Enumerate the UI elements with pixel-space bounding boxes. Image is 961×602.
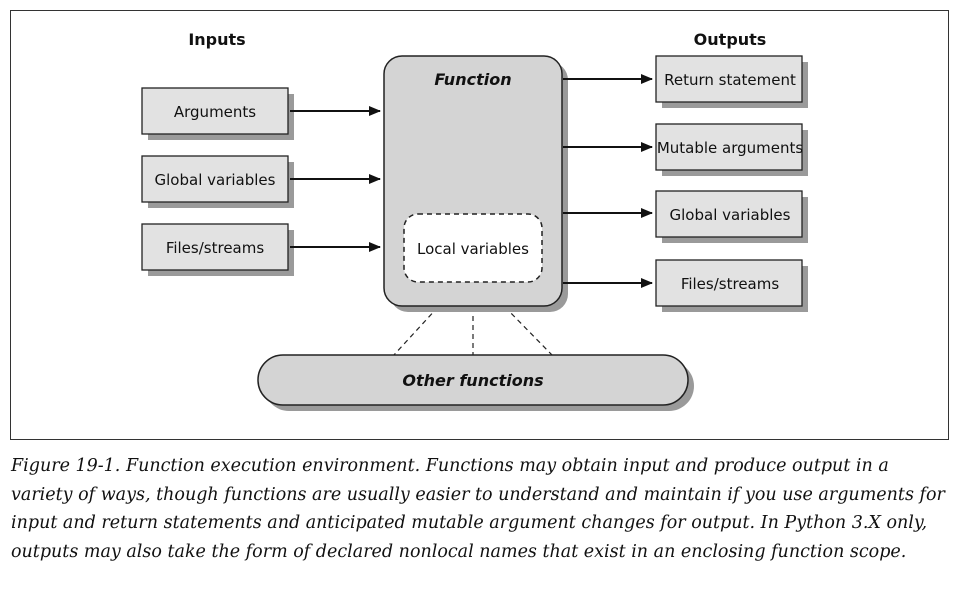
other-functions-box [257, 354, 689, 406]
inputs-heading: Inputs [188, 30, 245, 49]
connector-right [504, 306, 554, 357]
other-functions-label: Other functions [402, 371, 543, 390]
input-label-files-streams: Files/streams [166, 239, 265, 257]
local-variables-label: Local variables [417, 240, 529, 258]
output-label-return-statement: Return statement [664, 71, 796, 89]
output-label-mutable-arguments: Mutable arguments [657, 139, 804, 157]
input-box-global-variables [141, 155, 289, 203]
figure-caption: Figure 19-1. Function execution environm… [11, 456, 945, 562]
input-label-global-variables: Global variables [155, 171, 276, 189]
output-box-files-streams [655, 259, 803, 307]
input-box-files-streams [141, 223, 289, 271]
function-environment-diagram: Inputs Outputs Function Local variables … [141, 30, 808, 411]
input-label-arguments: Arguments [174, 103, 256, 121]
output-box-global-variables [655, 190, 803, 238]
local-variables-box [403, 213, 543, 283]
output-box-mutable-arguments [655, 123, 803, 171]
outputs-heading: Outputs [694, 30, 767, 49]
output-label-global-variables: Global variables [670, 206, 791, 224]
function-title: Function [434, 70, 511, 89]
input-box-arguments [141, 87, 289, 135]
connector-left [392, 306, 439, 357]
output-box-return-statement [655, 55, 803, 103]
output-label-files-streams: Files/streams [681, 275, 780, 293]
